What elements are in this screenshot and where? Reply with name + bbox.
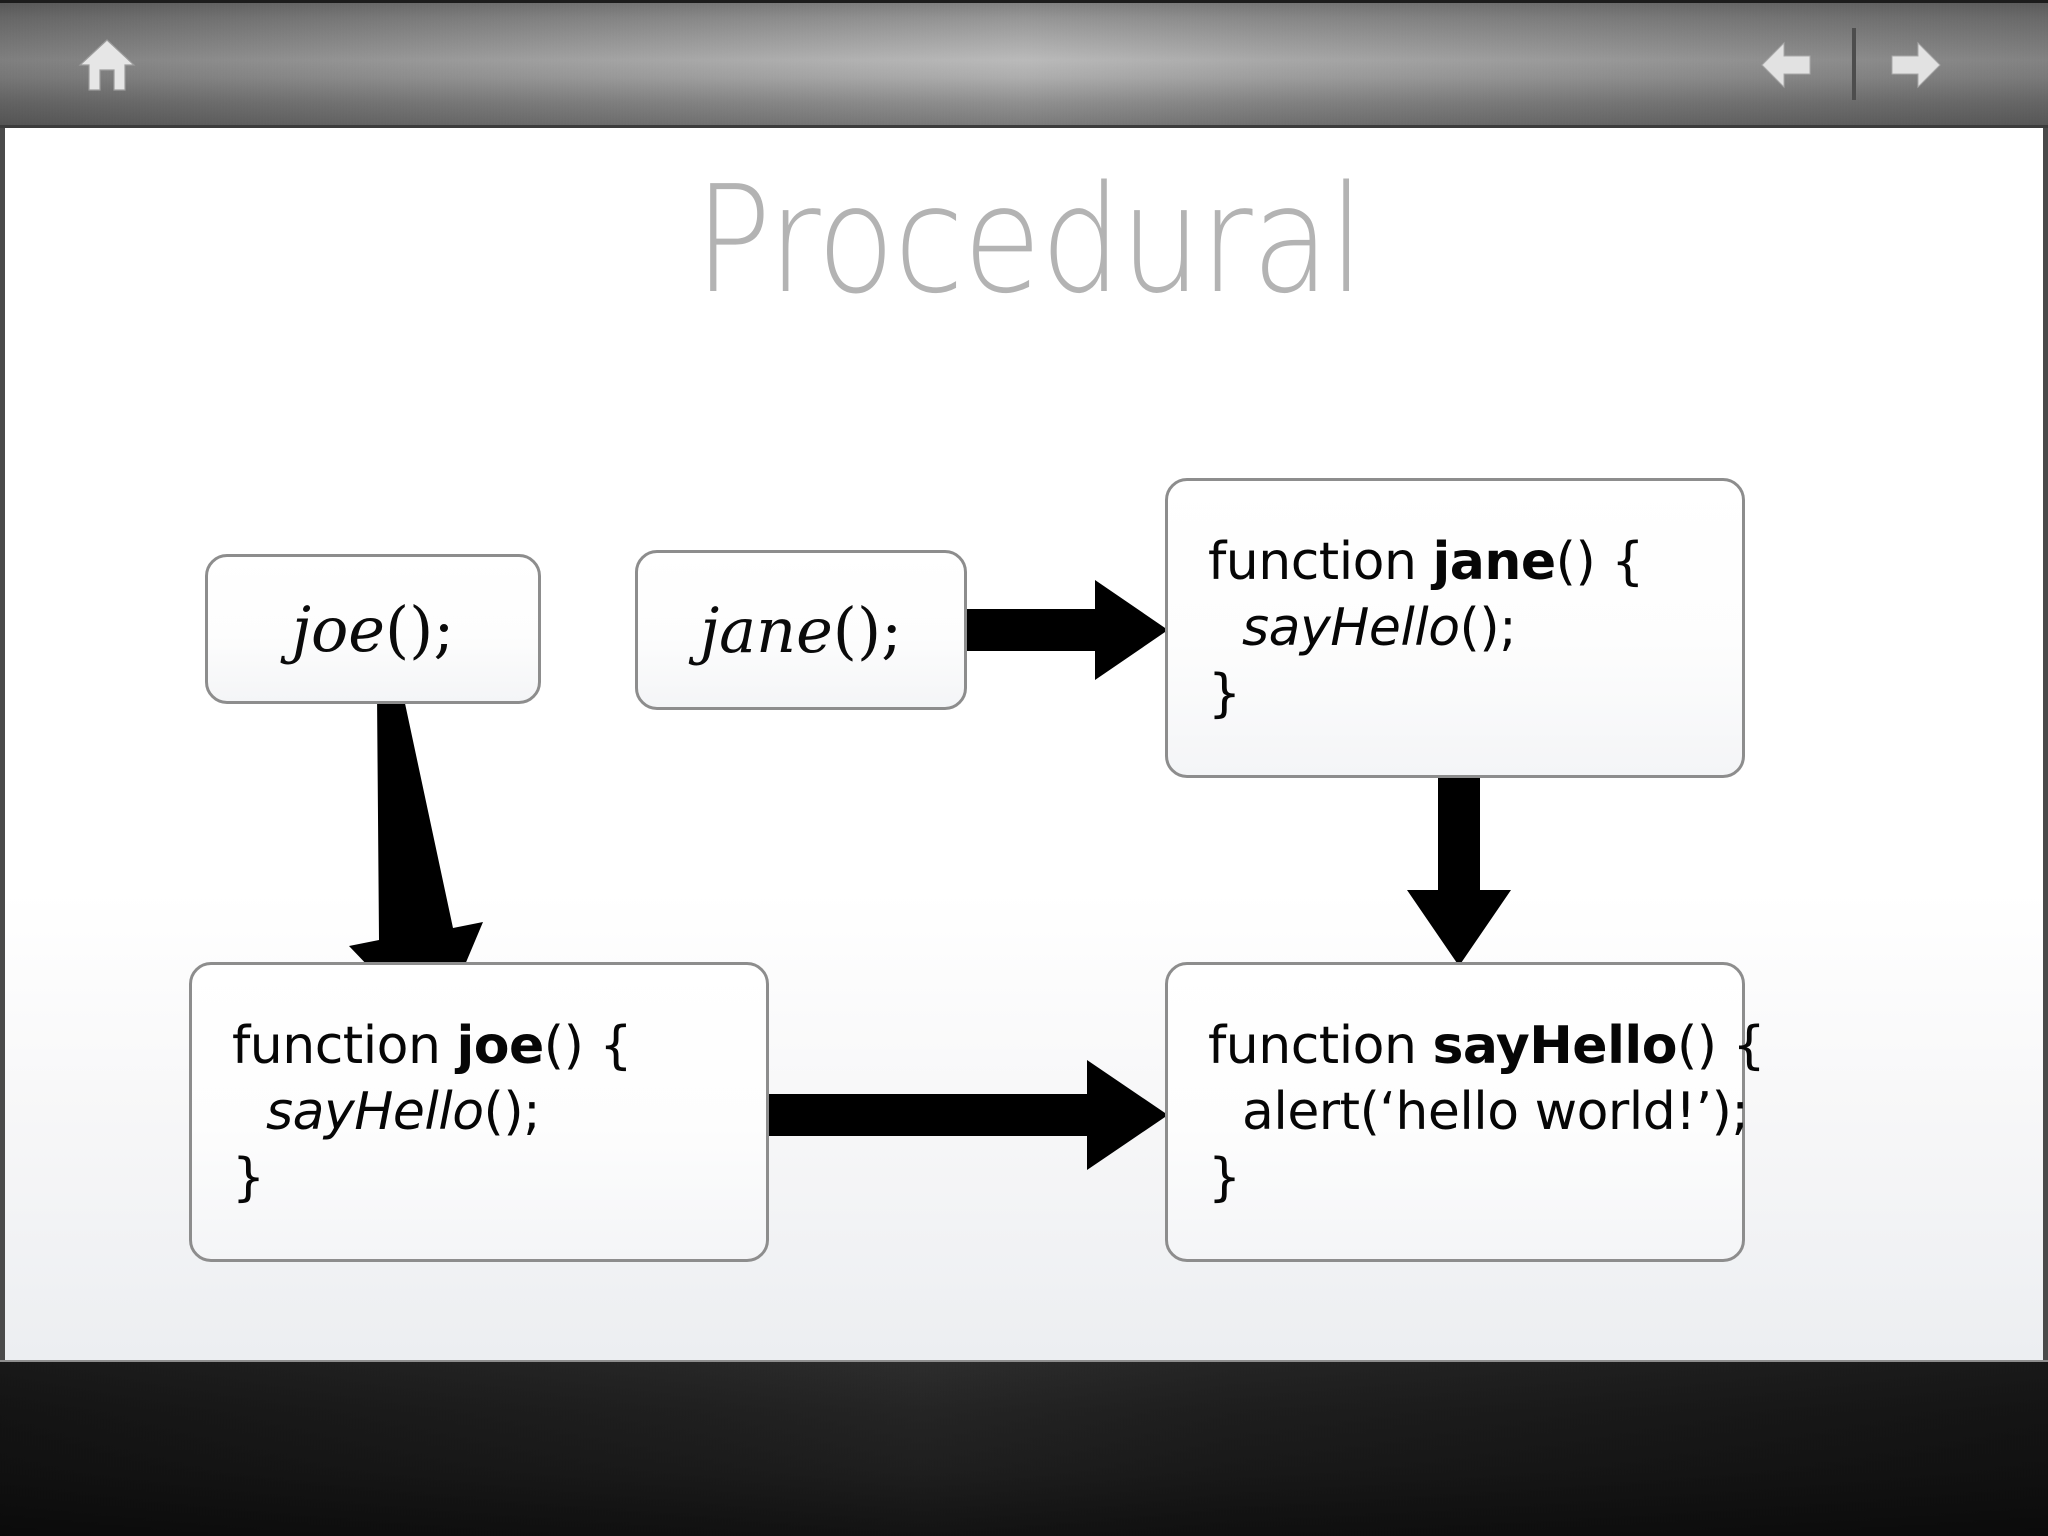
code-line: function jane() {	[1208, 532, 1644, 592]
page-title: Procedural	[694, 154, 1365, 326]
home-icon	[78, 39, 136, 91]
code-line: }	[232, 1148, 265, 1208]
code-line: sayHello();	[1242, 598, 1517, 658]
home-button[interactable]	[78, 38, 136, 92]
code-line: function sayHello() {	[1208, 1016, 1766, 1076]
toolbar	[0, 0, 2048, 128]
edge-joe-fn-to-sayhello-fn	[767, 1060, 1168, 1170]
node-jane-call-label: jane();	[699, 593, 903, 667]
edge-jane-call-to-jane-fn	[960, 580, 1168, 680]
node-jane-call[interactable]: jane();	[635, 550, 967, 710]
code-line: }	[1208, 664, 1241, 724]
node-joe-call[interactable]: joe();	[205, 554, 541, 704]
code-line: sayHello();	[266, 1082, 541, 1142]
code-line: function joe() {	[232, 1016, 632, 1076]
code-line: alert(‘hello world!’);	[1242, 1082, 1749, 1142]
forward-button[interactable]	[1890, 40, 1942, 90]
nav-divider	[1852, 28, 1856, 100]
forward-arrow-icon	[1891, 41, 1941, 89]
node-function-joe[interactable]: function joe() { sayHello(); }	[189, 962, 769, 1262]
arrow-layer	[5, 128, 2043, 1360]
back-button[interactable]	[1760, 40, 1812, 90]
edge-jane-fn-to-sayhello-fn	[1407, 773, 1511, 966]
bottom-bezel	[0, 1360, 2048, 1536]
node-function-sayhello[interactable]: function sayHello() { alert(‘hello world…	[1165, 962, 1766, 1262]
slide-canvas: Procedural	[0, 128, 2048, 1360]
procedural-flow-diagram: joe(); jane(); function jane() { sayHell…	[5, 128, 2043, 1360]
node-joe-call-label: joe();	[291, 592, 455, 666]
edge-joe-call-to-joe-fn	[349, 694, 483, 1036]
node-function-jane[interactable]: function jane() { sayHello(); }	[1165, 478, 1745, 778]
code-line: }	[1208, 1148, 1241, 1208]
back-arrow-icon	[1761, 41, 1811, 89]
